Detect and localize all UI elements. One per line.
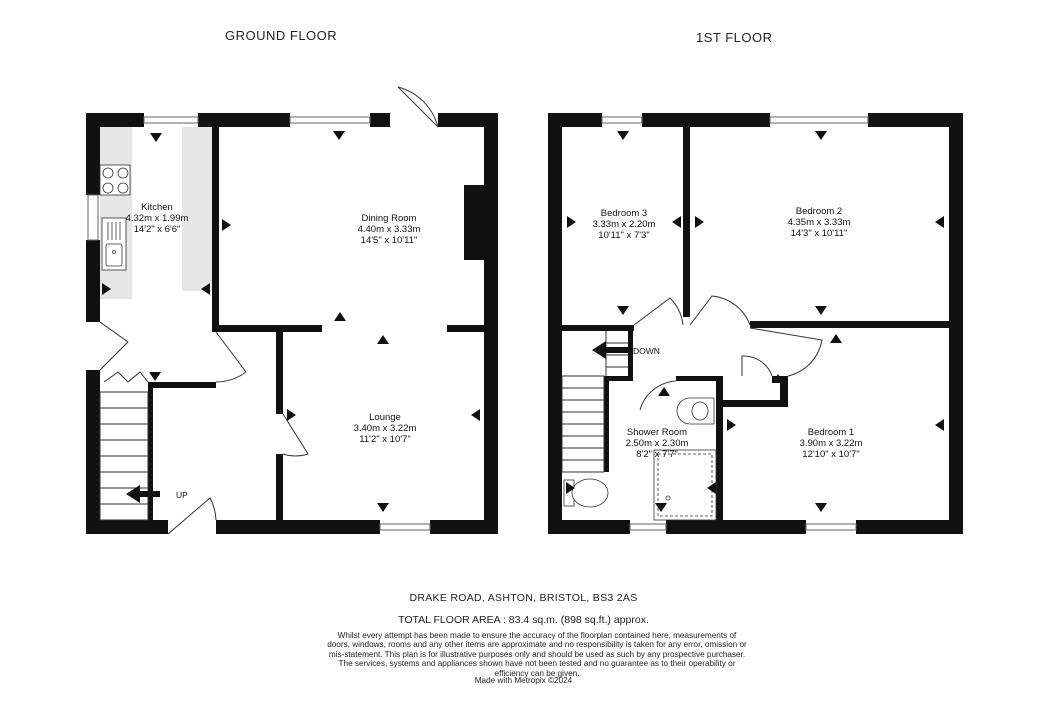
- room-label-kitchen: Kitchen 4.32m x 1.99m 14'2" x 6'6": [112, 202, 202, 235]
- stairs-up-label: UP: [176, 490, 188, 500]
- room-imperial: 14'2" x 6'6": [133, 224, 181, 235]
- first-windows: [601, 116, 869, 531]
- room-name: Dining Room: [361, 213, 417, 224]
- room-name: Shower Room: [626, 427, 688, 438]
- first-outer-walls: [548, 113, 963, 534]
- ground-outer-walls: [86, 113, 498, 534]
- property-address: DRAKE ROAD, ASHTON, BRISTOL, BS3 2AS: [409, 592, 638, 604]
- room-imperial: 8'2" x 7'7": [636, 449, 678, 460]
- room-label-bedroom1: Bedroom 1 3.90m x 3.22m 12'10" x 10'7": [776, 427, 886, 460]
- room-name: Lounge: [369, 412, 401, 423]
- first-doors: [633, 295, 823, 411]
- shower-tray: [653, 449, 717, 521]
- shower-basin: [676, 397, 715, 425]
- ground-floor-plan: [86, 86, 498, 535]
- ground-interior-walls: [148, 127, 484, 520]
- room-metric: 2.50m x 2.30m: [625, 438, 689, 449]
- stairs-down-arrow-icon: [592, 341, 628, 359]
- room-name: Bedroom 2: [795, 206, 843, 217]
- room-label-lounge: Lounge 3.40m x 3.22m 11'2" x 10'7": [330, 412, 440, 445]
- first-measure-arrows: [566, 131, 944, 512]
- total-floor-area: TOTAL FLOOR AREA : 83.4 sq.m. (898 sq.ft…: [398, 614, 649, 626]
- ground-floor-title: GROUND FLOOR: [225, 28, 338, 43]
- credit-text: Made with Metropix ©2024: [474, 676, 573, 685]
- room-name: Kitchen: [141, 202, 173, 213]
- room-metric: 4.35m x 3.33m: [787, 217, 851, 228]
- ground-measure-arrows: [102, 131, 480, 512]
- kitchen-worktop-right: [182, 127, 212, 291]
- room-label-dining: Dining Room 4.40m x 3.33m 14'5" x 10'11": [334, 213, 444, 246]
- room-name: Bedroom 1: [807, 427, 855, 438]
- room-name: Bedroom 3: [600, 208, 648, 219]
- room-metric: 3.90m x 3.22m: [799, 438, 863, 449]
- room-imperial: 12'10" x 10'7": [802, 449, 860, 460]
- room-label-bedroom3: Bedroom 3 3.33m x 2.20m 10'11" x 7'3": [572, 208, 676, 241]
- room-imperial: 14'3" x 10'11": [790, 228, 848, 239]
- toilet: [563, 478, 609, 508]
- stairs-down-label: DOWN: [633, 346, 660, 356]
- stairs-up-arrow-icon: [126, 485, 160, 503]
- first-stairs: [561, 331, 628, 473]
- ground-windows: [87, 116, 431, 531]
- room-imperial: 10'11" x 7'3": [598, 230, 650, 241]
- first-interior-walls: [562, 127, 949, 520]
- room-metric: 3.40m x 3.22m: [353, 423, 417, 434]
- room-metric: 4.40m x 3.33m: [357, 224, 421, 235]
- first-floor-title: 1ST FLOOR: [696, 30, 773, 45]
- disclaimer-text: Whilst every attempt has been made to en…: [327, 631, 747, 678]
- room-imperial: 14'5" x 10'11": [360, 235, 418, 246]
- room-label-shower: Shower Room 2.50m x 2.30m 8'2" x 7'7": [612, 427, 702, 460]
- ground-doors: [99, 86, 439, 535]
- room-metric: 4.32m x 1.99m: [125, 213, 189, 224]
- kitchen-hob: [99, 164, 131, 196]
- room-metric: 3.33m x 2.20m: [592, 219, 656, 230]
- ground-stairs: [99, 391, 149, 521]
- room-label-bedroom2: Bedroom 2 4.35m x 3.33m 14'3" x 10'11": [764, 206, 874, 239]
- room-imperial: 11'2" x 10'7": [359, 434, 411, 445]
- first-floor-plan: [548, 113, 963, 534]
- kitchen-sink: [101, 217, 127, 271]
